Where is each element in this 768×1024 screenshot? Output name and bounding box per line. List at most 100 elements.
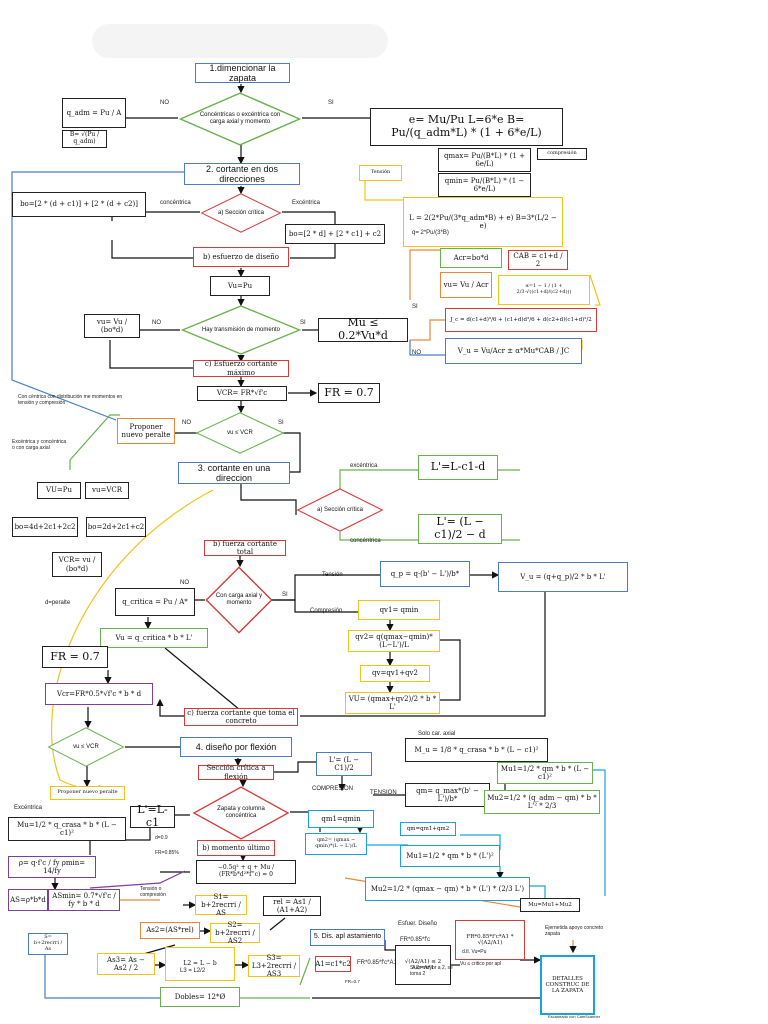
- label-no: NO: [160, 100, 169, 106]
- vu-pu-box: Vu=Pu: [210, 276, 270, 296]
- label-fr-value: FR=0.85%: [155, 850, 179, 856]
- mu-axial-formula: M_u = 1/8 * q_crasa * b * (L − c1)²: [405, 738, 548, 762]
- ex-bo-2: bo=2d+2c1+c2: [86, 517, 146, 537]
- label-no-2: NO: [152, 320, 161, 326]
- label-concentrica: concéntrica: [160, 200, 191, 206]
- as-formula: AS=ρ*b*d: [8, 889, 48, 911]
- rho-formula: ρ= q·f'c / fy ρmin= 14/fy: [8, 856, 96, 878]
- qv2-formula: qv2= q(qmax−qmin)*(L−L')/L: [348, 630, 440, 652]
- fr-sqrt-formula: FR*0.85*f'c*A1 * √(A2/A1): [455, 920, 525, 960]
- label-concentrica-3: concéntrica: [350, 538, 381, 544]
- label-solo-axial: Solo car. axial: [418, 731, 456, 737]
- qmax-formula: qmax= Pu/(B*L) * (1 + 6e/L): [438, 148, 531, 172]
- qm-formula: qm= q_max*(b' − L')/b*: [405, 783, 490, 807]
- dobles-formula: Dobles= 12*Ø: [160, 987, 240, 1007]
- bo-eccentric-formula: bo=[2 * d] + [2 * c1] + c2: [285, 224, 385, 244]
- qm-sum-formula: qm=qm1+qm2: [400, 822, 456, 836]
- esfuerzo-diseno-box: b) esfuerzo de diseño: [193, 247, 289, 267]
- decision-section-3: a) Sección crítica: [296, 488, 384, 532]
- l2-l3-formula: L2 = L − b: [165, 947, 235, 981]
- concentric-note: Con céntrica con distribución me momento…: [18, 394, 123, 406]
- label-excentrica-3: excéntrica: [350, 463, 378, 469]
- mu-sum-formula: Mu=Mu1+Mu2: [520, 898, 580, 912]
- qp-formula: q_p = q·(b' − L')/b*: [380, 561, 470, 587]
- vu-pu-label: d.tl. Vu=Pu: [462, 949, 487, 955]
- fr-box-1: FR = 0.7: [318, 383, 380, 403]
- b-root-formula: B= √(Pu / q_adm): [62, 130, 107, 148]
- label-tension-4: TENSION: [370, 790, 397, 796]
- label-si: SI: [328, 100, 334, 106]
- s-small-formula: S= b+2recrri / As: [28, 933, 68, 955]
- eccentricity-formula: e= Mu/Pu L=6*e B= Pu/(q_adm*L) * (1 + 6*…: [370, 108, 563, 146]
- decision-vu-vcr: vu ≤ VCR: [195, 412, 285, 454]
- lprime-flex-formula: L'= (L − C1)/2: [316, 752, 372, 776]
- eccentric-axial-note: Excéntrica y concéntrica o con carga axi…: [12, 439, 67, 451]
- compresion-label-box: compresión: [537, 148, 587, 160]
- fuerza-total-box: b) fuerza cortante total: [204, 540, 286, 556]
- acr-formula: Acr=bo*d: [440, 248, 502, 268]
- cab-formula: CAB = c1+d / 2: [508, 250, 568, 270]
- vu-qcritica-formula: Vu = q_critica * b * L': [100, 628, 208, 648]
- si-vu-label: Vu ≤ critico por apl: [460, 961, 502, 967]
- ex-bo-1: bo=4d+2c1+2c2: [12, 517, 78, 537]
- step-1-box: 1.dimencionar la zapata: [195, 63, 290, 83]
- decision-concentric: Concéntricas o excéntrica con carga axia…: [178, 92, 302, 146]
- step-3-box: 3. cortante en una direccion: [178, 462, 290, 484]
- momento-ultimo-box: b) momento último: [197, 840, 275, 856]
- label-no-4: NO: [180, 580, 189, 586]
- mu-limit-formula: Mu ≤ 0.2*Vu*d: [318, 317, 408, 342]
- ex-vu-vcr: vu=VCR: [85, 482, 129, 499]
- bo-concentric-formula: bo=[2 * (d + c1)] + [2 * (d + c2)]: [12, 192, 146, 217]
- step-4-box: 4. diseño por flexión: [180, 737, 292, 757]
- decision-zapata-columna: Zapata y columna concéntrica: [192, 786, 290, 840]
- step-2-box: 2. cortante en dos direcciones: [184, 163, 300, 185]
- s3-formula: S3= L3+2recrri / AS3: [248, 954, 300, 978]
- mu2b-formula: Mu2=1/2 * (qmax − qm) * b * (L') * (2/3 …: [365, 877, 530, 901]
- footer-scanner: Escaneado con CamScanner: [548, 1014, 601, 1019]
- fuerza-concreto-box: c) fuerza cortante que toma el concreto: [184, 708, 298, 726]
- mu-eccentric-formula: Mu=1/2 * q_crasa * b * (L − c1)²: [8, 817, 126, 841]
- label-excentrica: Excéntrica: [292, 200, 321, 206]
- label-d-value: d=0.9: [155, 835, 168, 841]
- label-si-3: SI: [278, 420, 284, 426]
- si-mayor-label: Si es mayor a 2, se toma 2: [410, 965, 453, 977]
- blurred-header: [92, 24, 388, 58]
- lprime-flex-2: L'=L-c1: [130, 804, 175, 829]
- lprime-concentric: L'= (L − c1)/2 − d: [418, 514, 502, 544]
- permitido-label: Ejernetida apoyo concreto zapata: [545, 925, 604, 937]
- label-compresion-4: COMPRESION: [312, 786, 354, 792]
- proponer-peralte-box: Proponer nuevo peralte: [117, 418, 175, 444]
- mu1b-formula: Mu1=1/2 * qm * b * (L')²: [400, 845, 500, 867]
- lprime-eccentric: L'=L-c1-d: [418, 455, 498, 480]
- decision-section-2: a) Sección crítica: [200, 193, 282, 233]
- qm1-formula: qm1=qmin: [308, 810, 374, 828]
- a1-formula: A1=c1*c2: [315, 956, 351, 972]
- tension-l-formula: L = 2(2*Pu/(3*q_adm*B) + e) B=3*(L/2 − e…: [403, 197, 563, 247]
- a2-a1-formula: √(A2/A1) ≤ 2 A2=A*1: [395, 945, 451, 985]
- s2-formula: S2= b+2recrri / AS2: [210, 921, 260, 945]
- vu-axial-formula: V_u = (q+q_p)/2 * b * L': [498, 562, 628, 592]
- mu2-formula: Mu2=1/2 * (q_adm − qm) * b * L'² * 2/3: [484, 790, 600, 814]
- seccion-flexion-box: Sección crítica a flexión: [198, 764, 274, 781]
- l3-formula: L3 = L2/2: [180, 968, 206, 974]
- quadratic-equation: −0.5q² + q + Mu / (FR*b*d²*f''c) = 0: [196, 860, 296, 884]
- vu-bod-formula: vu= Vu / (bo*d): [84, 314, 140, 338]
- fr07-label: FR=0.7: [345, 979, 360, 984]
- qv1-formula: qv1= qmin: [358, 600, 440, 620]
- decision-axial-moment: Con carga axial y momento: [205, 566, 273, 634]
- mu1-formula: Mu1=1/2 * qm * b * (L − c1)²: [497, 762, 593, 784]
- rel-formula: rel = As1 / (A1+A2): [263, 896, 321, 916]
- decision-vu-vcr-2: vu ≤ VCR: [47, 727, 125, 767]
- step-5-box: 5. Dis. apl astamiento: [310, 929, 385, 946]
- tension-label-box: Tensión: [359, 165, 402, 181]
- qmin-formula: qmin= Pu/(B*L) * (1 − 6*e/L): [438, 173, 531, 197]
- tension-q-formula: q= 2*Pu/(3*B): [412, 230, 449, 236]
- fr-a1-label: FR*0.85*f'c*A1: [357, 960, 397, 966]
- qv-sum-formula: qv=qv1+qv2: [360, 665, 430, 682]
- vu-acr-formula: vu= Vu / Acr: [440, 272, 492, 298]
- label-si-4: SI: [282, 592, 288, 598]
- label-tension: Tensión: [322, 572, 343, 578]
- vcr-formula: VCR= FR*√f'c: [197, 386, 287, 401]
- label-si-2: SI: [300, 320, 306, 326]
